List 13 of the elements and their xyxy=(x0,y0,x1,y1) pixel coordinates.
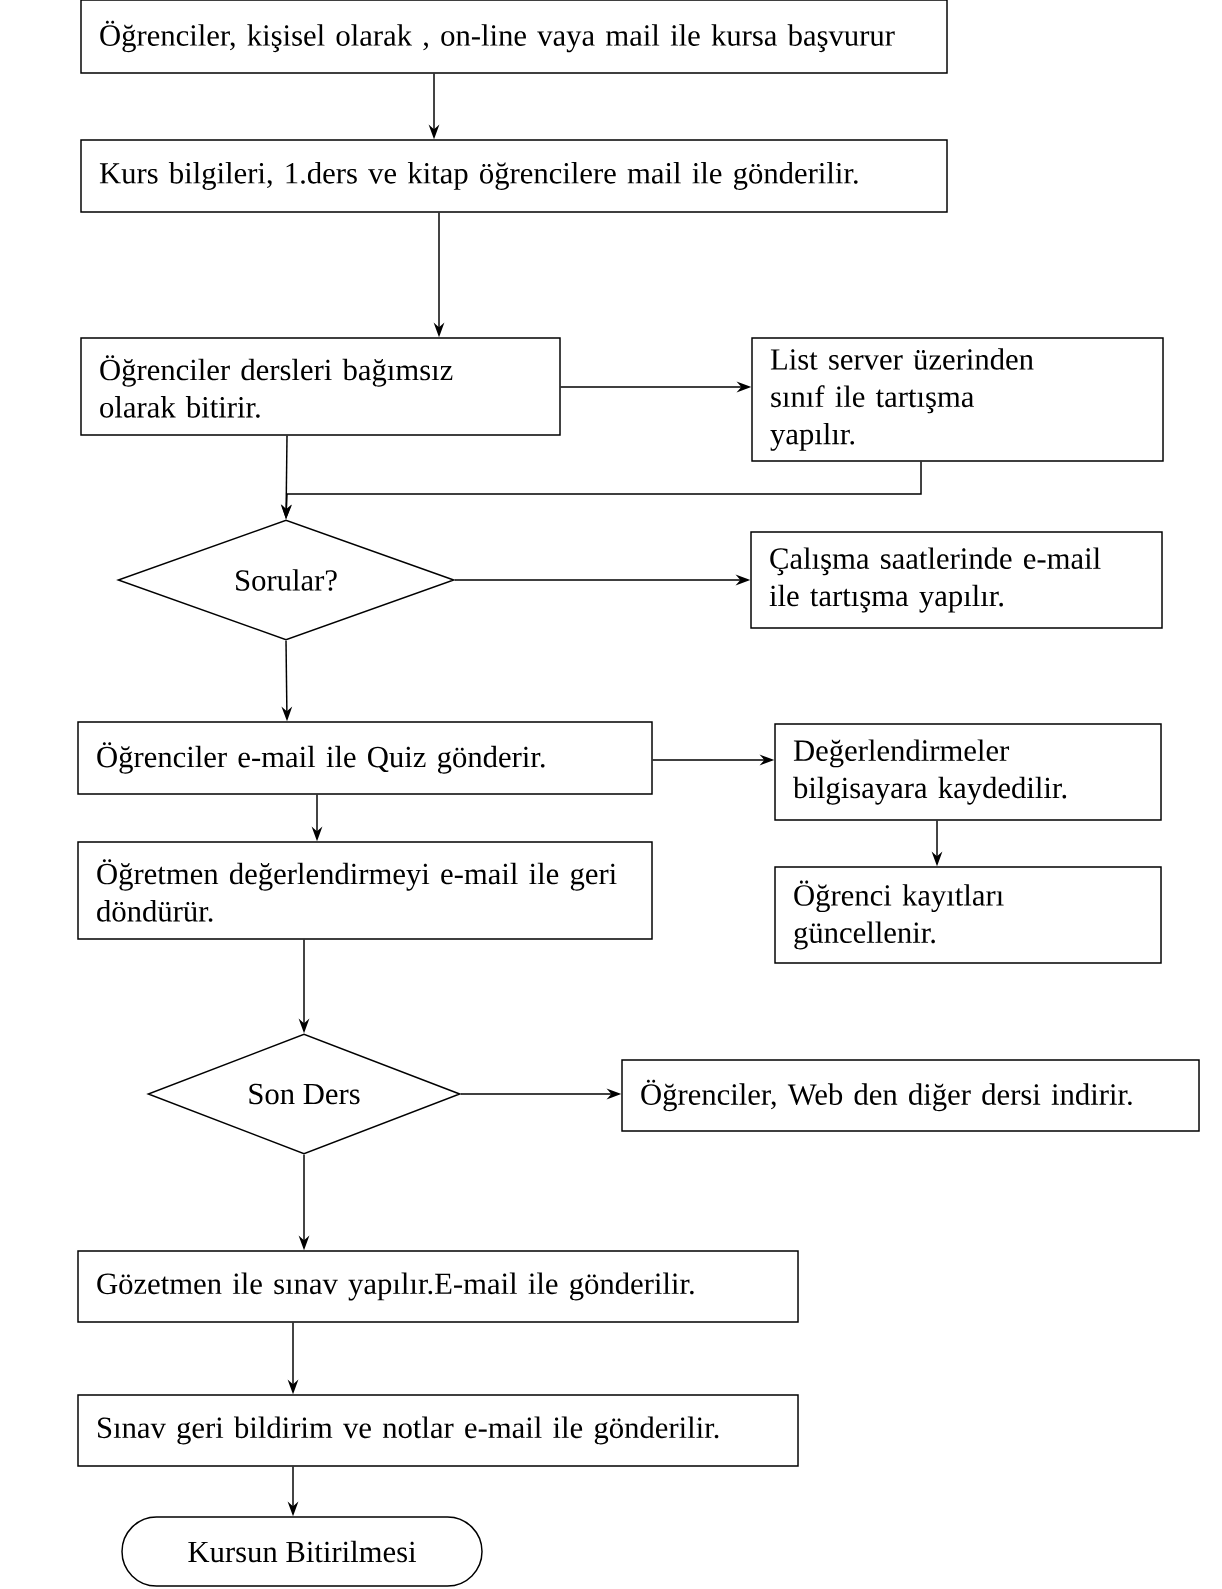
process-box: Öğrenciler e-mail ile Quiz gönderir. xyxy=(77,721,653,795)
process-box: Gözetmen ile sınav yapılır.E-mail ile gönderilir. xyxy=(77,1250,799,1323)
process-box: Değerlendirmeler bilgisayara kaydedilir. xyxy=(774,723,1162,821)
process-box: Öğrenci kayıtları güncellenir. xyxy=(774,866,1162,964)
process-box: Sınav geri bildirim ve notlar e-mail ile gönderilir. xyxy=(77,1394,799,1467)
process-box: Öğrenciler, Web den diğer dersi indirir. xyxy=(621,1059,1200,1132)
process-box: Kurs bilgileri, 1.ders ve kitap öğrencilere mail ile gönderilir. xyxy=(80,139,948,213)
process-box: Öğretmen değerlendirmeyi e-mail ile geri döndürür. xyxy=(77,841,653,940)
process-box: Öğrenciler, kişisel olarak , on-line vaya mail ile kursa başvurur xyxy=(80,0,948,74)
process-box: Çalışma saatlerinde e-mail ile tartışma yapılır. xyxy=(750,531,1163,629)
process-box: List server üzerinden sınıf ile tartışma yapılır. xyxy=(751,337,1164,462)
end-terminal: Kursun Bitirilmesi xyxy=(121,1516,483,1587)
process-box: Öğrenciler dersleri bağımsız olarak bitirir. xyxy=(80,337,561,436)
